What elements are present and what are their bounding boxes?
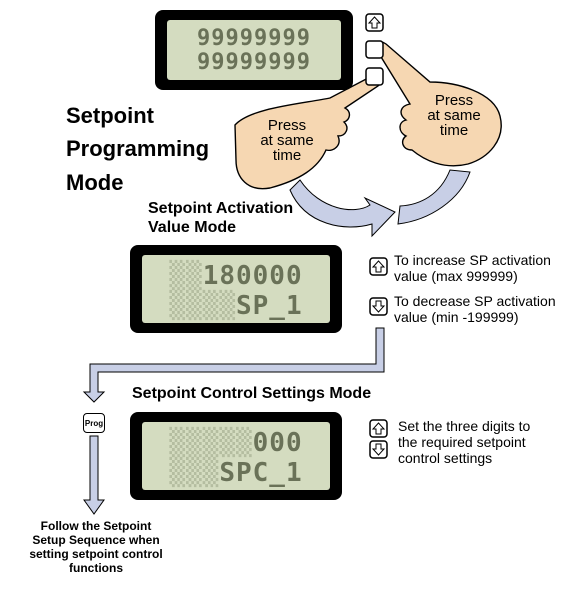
footer-line3: setting setpoint control (29, 547, 163, 561)
activation-down-note: To decrease SP activation value (min -19… (394, 293, 556, 325)
control-display-frame: ▒▒▒▒▒000 ▒▒▒SPC_1 (130, 412, 342, 500)
control-display-line1: 000 (252, 428, 303, 458)
ctl-up-arrow-icon (371, 422, 386, 435)
footer-caption: Follow the Setpoint Setup Sequence when … (6, 519, 186, 575)
activation-down-note-line1: To decrease SP activation (394, 293, 556, 309)
act-up-arrow-icon (371, 260, 386, 273)
control-display-faint2: ▒▒▒ (169, 458, 220, 488)
top-up-key (365, 13, 384, 32)
left-caption-line2: at same (260, 132, 314, 149)
control-display-line2: SPC_1 (219, 458, 303, 488)
control-display-faint1: ▒▒▒▒▒ (169, 428, 253, 458)
activation-up-note: To increase SP activation value (max 999… (394, 252, 551, 284)
ctl-down-arrow-icon (371, 443, 386, 456)
control-note: Set the three digits to the required set… (398, 418, 530, 466)
left-hand-icon (234, 74, 382, 190)
act-up-key (369, 257, 388, 276)
activation-display-line2: SP_1 (236, 291, 303, 321)
right-hand-caption: Press at same time (418, 93, 490, 138)
ctl-down-key (369, 440, 388, 459)
act-down-key (369, 297, 388, 316)
activation-display-screen: ▒▒180000 ▒▒▒▒SP_1 (142, 255, 330, 323)
right-caption-line2: at same (427, 107, 481, 124)
top-up-arrow-icon (367, 16, 382, 29)
ctl-up-key (369, 419, 388, 438)
flow-arrow-prog-to-footer (83, 435, 105, 515)
activation-display-frame: ▒▒180000 ▒▒▒▒SP_1 (130, 245, 342, 333)
top-display-line1: 99999999 (197, 26, 311, 51)
top-display-screen: 99999999 99999999 (167, 20, 341, 80)
control-display-screen: ▒▒▒▒▒000 ▒▒▒SPC_1 (142, 422, 330, 490)
activation-display-faint1: ▒▒ (169, 261, 203, 291)
control-note-line1: Set the three digits to (398, 418, 531, 434)
top-down-key (365, 67, 384, 86)
top-display-line2: 99999999 (197, 50, 311, 75)
right-hand-icon (374, 40, 502, 167)
mode-title-line2: Programming (66, 136, 210, 161)
activation-display-line1: 180000 (202, 261, 303, 291)
activation-title-line2: Value Mode (148, 219, 237, 236)
flow-arrow-activation-to-control (82, 327, 385, 403)
act-down-arrow-icon (371, 300, 386, 313)
activation-up-note-line1: To increase SP activation (394, 252, 551, 268)
footer-line4: functions (69, 561, 123, 575)
activation-display-faint2: ▒▒▒▒ (169, 291, 236, 321)
merge-arrow (289, 179, 396, 238)
right-caption-line1: Press (434, 92, 474, 109)
mode-title-line1: Setpoint (66, 103, 154, 128)
control-title: Setpoint Control Settings Mode (132, 385, 372, 402)
control-note-line2: the required setpoint (398, 434, 526, 450)
left-caption-line1: Press (267, 117, 307, 134)
mode-title-line3: Mode (66, 170, 124, 195)
top-display-frame: 99999999 99999999 (155, 10, 353, 90)
footer-line1: Follow the Setpoint (40, 519, 152, 533)
activation-up-note-line2: value (max 999999) (394, 268, 518, 284)
activation-down-note-line2: value (min -199999) (394, 309, 519, 325)
control-note-line3: control settings (398, 450, 493, 466)
left-hand-caption: Press at same time (252, 118, 322, 163)
left-caption-line3: time (272, 147, 302, 164)
activation-title-line1: Setpoint Activation (148, 200, 294, 217)
right-caption-line3: time (439, 122, 469, 139)
prog-key[interactable]: Prog (83, 413, 105, 433)
top-prog-key (365, 40, 384, 59)
merge-arrow-right (397, 169, 471, 225)
footer-line2: Setup Sequence when (32, 533, 160, 547)
